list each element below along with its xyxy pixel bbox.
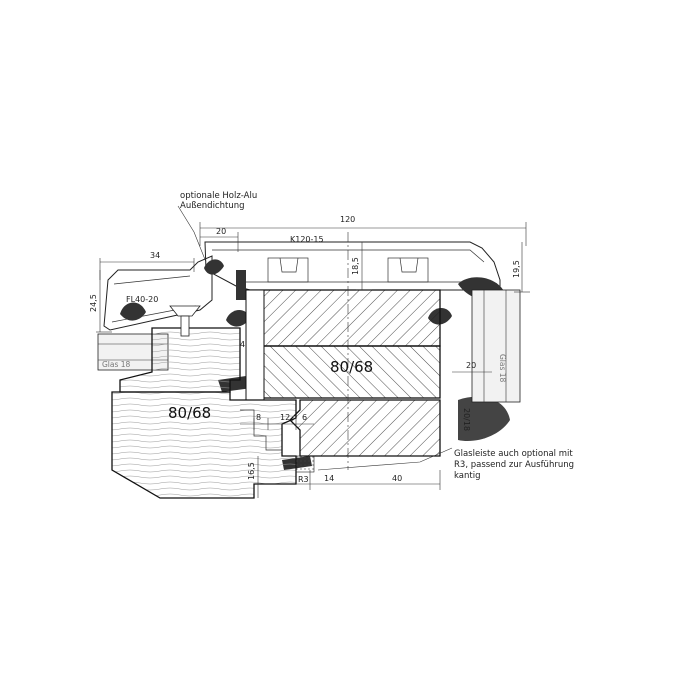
label-wood-frame: 80/68 [168,404,211,422]
dim-20-18: 20/18 [462,408,471,431]
label-cladding-top: K120-15 [290,235,324,244]
dim-19-5: 19,5 [512,260,521,278]
screw-icon [169,305,201,337]
dim-12: 12 [280,413,290,422]
wood-sash-section [245,289,441,457]
note-glazing-bead-line1: Glasleiste auch optional mit [454,449,573,459]
label-radius: R3 [298,475,309,484]
dim-4: 4 [240,340,245,349]
dim-8: 8 [256,413,261,422]
dim-6: 6 [302,413,307,422]
label-glass-left: Glas 18 [102,360,131,369]
label-wood-sash: 80/68 [330,358,373,376]
dim-20-top: 20 [216,227,226,236]
dim-14: 14 [324,474,334,483]
alu-cladding-left [103,255,213,331]
dim-34: 34 [150,251,160,260]
note-outer-seal-line1: optionale Holz-Alu [180,191,257,201]
dim-20-right: 20 [466,361,476,370]
dimension-lines [96,205,530,498]
note-glazing-bead: Glasleiste auch optional mit R3, passend… [454,449,574,481]
dim-120: 120 [340,215,355,224]
label-glass-right: Glas 18 [498,354,507,383]
dim-24-5: 24,5 [89,294,98,312]
glass-right [471,289,521,403]
note-glazing-bead-line2: R3, passend zur Ausführung [454,460,574,470]
label-cladding-left: FL40-20 [126,295,158,304]
dim-40: 40 [392,474,402,483]
wood-frame-section [111,327,315,499]
note-outer-seal-line2: Außendichtung [180,201,245,211]
note-glazing-bead-line3: kantig [454,471,480,481]
dim-16-5: 16,5 [247,462,256,480]
note-outer-seal: optionale Holz-Alu Außendichtung [180,191,257,211]
dim-18-5: 18,5 [351,257,360,275]
